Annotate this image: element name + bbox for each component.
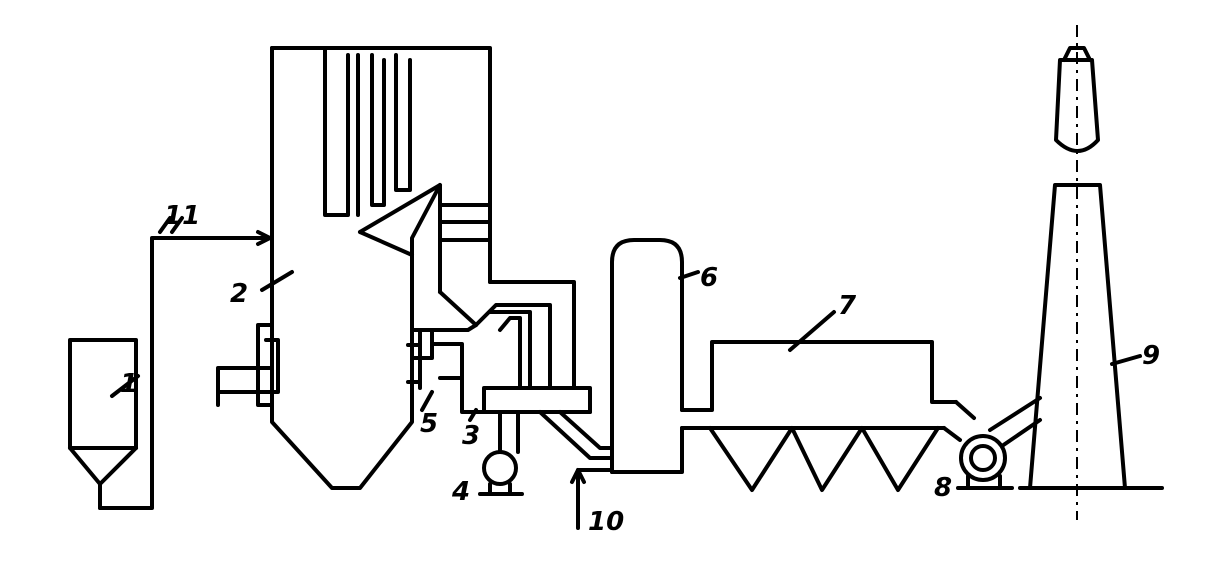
label-9: 9 [1142,341,1160,371]
water-inlet-line [570,468,614,530]
scrubber-column [610,238,684,474]
label-2: 2 [230,279,248,309]
chimney-stack [1018,25,1164,520]
flue-to-scrubber-duct [538,410,614,460]
air-heater [460,376,592,414]
label-3: 3 [462,421,480,451]
flue-ducts [430,280,576,390]
label-1: 1 [120,369,138,399]
label-10: 10 [588,507,624,537]
air-preheater-duct [410,328,464,390]
label-5: 5 [420,409,438,439]
fuel-feed-line [98,216,272,510]
label-11: 11 [164,201,200,231]
label-6: 6 [700,263,718,293]
exhaust-fan [942,396,1042,490]
fuel-bunker [68,338,138,510]
electrostatic-precipitator [680,340,958,492]
label-8: 8 [934,473,952,503]
air-blower-fan [478,410,524,496]
label-7: 7 [838,291,857,321]
label-4: 4 [451,477,470,507]
boiler-furnace [216,46,492,490]
label-leader-lines [110,270,1142,422]
